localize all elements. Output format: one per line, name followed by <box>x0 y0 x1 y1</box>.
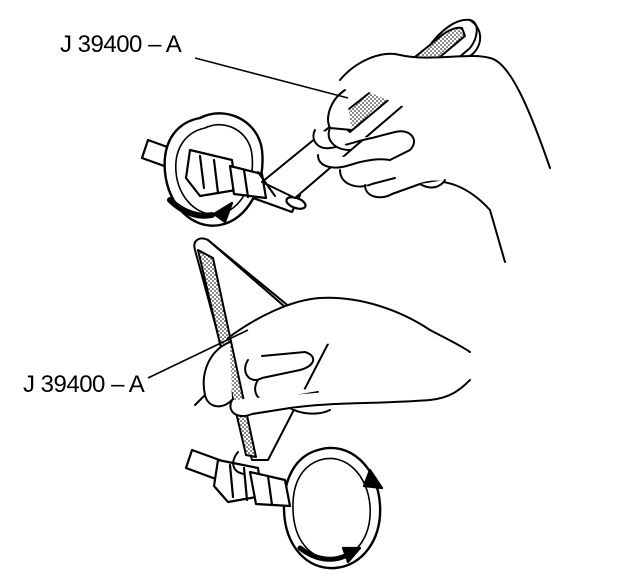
tool-callout-label-top: J 39400 – A <box>60 31 182 58</box>
top-hand <box>312 52 551 263</box>
bottom-hand <box>194 296 471 418</box>
bottom-rotation-arrow <box>282 446 384 570</box>
top-assembly <box>140 18 551 263</box>
bottom-assembly <box>184 237 471 570</box>
top-fitting-nut <box>184 148 268 200</box>
tool-callout-label-bottom: J 39400 – A <box>23 371 145 398</box>
bottom-callout-leader <box>147 329 249 379</box>
bottom-fitting-nut <box>212 458 292 508</box>
top-callout-leader <box>194 57 349 99</box>
